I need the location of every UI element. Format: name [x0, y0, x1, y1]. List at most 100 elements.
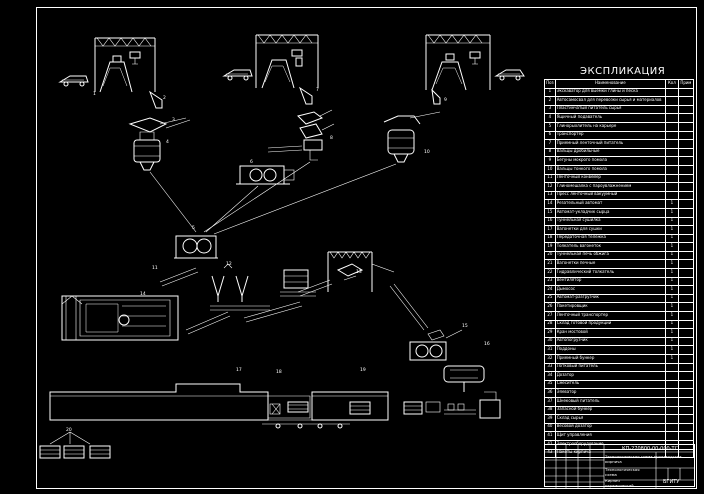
row-number: 25: [544, 293, 556, 304]
row-number: 34: [544, 371, 556, 381]
row-name: Пресс ленточный вакуумный: [554, 190, 666, 201]
row-qty: 1: [664, 250, 679, 261]
row-number: 13: [544, 190, 556, 201]
silo-pair: [211, 263, 249, 302]
row-name: Гидравлический толкатель: [554, 268, 666, 278]
tunnel-kiln: [49, 383, 269, 421]
drawing-subtitle-2: Кирпич керамический: [605, 478, 634, 488]
row-name: Ленточный конвейер: [554, 173, 666, 184]
row-number: 15: [544, 207, 556, 218]
row-qty: [664, 182, 679, 192]
row-number: 6: [544, 130, 556, 141]
row-qty: [664, 371, 679, 381]
row-name: Глинорыхлитель на карьере: [554, 121, 666, 132]
sand-mixer-right: [383, 111, 441, 163]
central-roll-crusher: [174, 235, 218, 259]
row-number: 22: [544, 268, 556, 278]
col-no: Поз: [544, 79, 556, 89]
row-note: [677, 156, 695, 166]
row-number: 18: [544, 233, 556, 244]
row-name: Автопогрузчик: [554, 336, 666, 347]
row-number: 41: [544, 431, 556, 441]
row-name: Вагонетки для сушки: [554, 225, 666, 235]
drawing-code: КП-270800-00-000-ТС: [622, 446, 679, 452]
row-name: Туннельная печь обжига: [554, 250, 666, 261]
row-note: [677, 199, 695, 209]
row-qty: [664, 422, 679, 433]
pos-label: 13: [356, 270, 362, 275]
row-note: [677, 319, 695, 330]
row-qty: [664, 379, 679, 390]
vacuum-press: [409, 329, 485, 392]
row-note: [677, 130, 695, 141]
row-note: [677, 173, 695, 184]
row-number: 12: [544, 182, 556, 192]
row-name: Кран мостовой: [554, 328, 666, 338]
row-note: [677, 345, 695, 355]
row-number: 36: [544, 388, 556, 398]
clay-crusher-center: [267, 109, 335, 161]
row-note: [677, 371, 695, 381]
row-note: [677, 354, 695, 364]
pos-label: 19: [360, 368, 366, 373]
pos-label: 8: [330, 136, 333, 141]
col-qty: Кол: [664, 79, 679, 89]
row-qty: [664, 121, 679, 132]
spec-title: ЭКСПЛИКАЦИЯ: [580, 66, 666, 77]
row-qty: [664, 388, 679, 398]
raw-material-shed-3: [425, 34, 491, 105]
drawing-name: Технологическая схема производства кирпи…: [605, 454, 682, 464]
drawing-subtitle-1: Технологическая схема: [605, 467, 640, 477]
row-qty: 1: [664, 268, 679, 278]
pos-label: 3: [172, 118, 175, 123]
row-name: Толкатель вагонеток: [554, 242, 666, 252]
row-number: 37: [544, 396, 556, 407]
row-note: [677, 328, 695, 338]
row-number: 7: [544, 139, 556, 149]
row-number: 35: [544, 379, 556, 390]
row-name: Передаточная тележка: [554, 233, 666, 244]
row-name: Пластинчатый питатель сырья: [554, 104, 666, 115]
row-qty: 1: [664, 336, 679, 347]
raw-material-shed-2: [255, 34, 319, 105]
row-note: [677, 268, 695, 278]
row-note: [677, 405, 695, 416]
organization: БГИТУ: [663, 479, 680, 485]
row-name: Склад готовой продукции: [554, 319, 666, 330]
conveyor-line-right: [213, 163, 397, 235]
row-number: 38: [544, 405, 556, 416]
pos-label: 11: [152, 266, 158, 271]
row-qty: [664, 96, 679, 106]
row-note: [677, 96, 695, 106]
row-name: Пакетировщик: [554, 302, 666, 313]
dump-truck-1: [58, 75, 89, 87]
row-note: [677, 164, 695, 175]
conveyor-down-left: [185, 311, 231, 335]
row-qty: 1: [664, 199, 679, 209]
row-qty: 1: [664, 233, 679, 244]
row-qty: [664, 190, 679, 201]
row-note: [677, 311, 695, 321]
row-number: 3: [544, 104, 556, 115]
inclined-conveyor-1: [159, 267, 199, 287]
row-note: [677, 388, 695, 398]
row-qty: [664, 173, 679, 184]
row-note: [677, 379, 695, 390]
